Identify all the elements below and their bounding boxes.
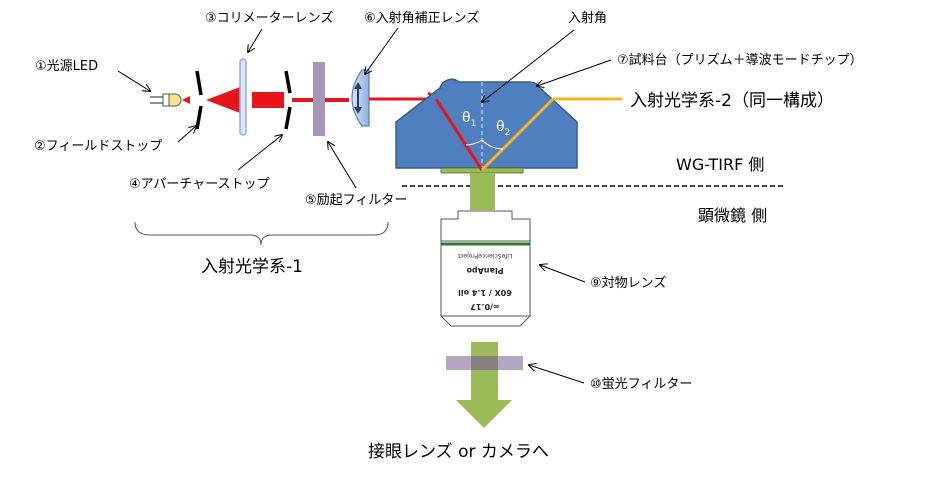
leader-collimator (248, 28, 263, 52)
leader-objective (540, 265, 586, 283)
leader-emission-filter (529, 365, 585, 384)
leader-incident-angle (482, 29, 575, 102)
theta2-arc (481, 139, 504, 150)
leader-aperture (237, 135, 282, 171)
label-wg-side: WG-TIRF 側 (676, 155, 764, 174)
theta1-arc (465, 139, 483, 146)
theta1-label: θ1 (462, 110, 476, 129)
collimator-lens (239, 58, 247, 136)
label-collimator: ③コリメーターレンズ (205, 10, 333, 26)
theta2-label: θ2 (496, 119, 510, 138)
label-output: 接眼レンズ or カメラへ (368, 442, 549, 462)
excitation-filter (313, 62, 325, 136)
label-correction: ⑥入射角補正レンズ (364, 10, 479, 26)
label-microscope-side: 顕微鏡 側 (698, 206, 767, 225)
leader-field-stop (177, 126, 196, 143)
emission-beam-lower (471, 342, 498, 400)
leader-led (117, 70, 150, 91)
label-led: ①光源LED (35, 59, 98, 74)
objective-lens (439, 210, 532, 327)
leader-correction (365, 27, 399, 74)
field-stop (195, 70, 203, 130)
emission-filter-overlap (471, 356, 498, 370)
leader-excitation-filter (328, 142, 357, 189)
label-emission-filter: ⑩蛍光フィルター (590, 377, 692, 392)
label-optics2: 入射光学系-2（同一構成） (630, 91, 834, 111)
label-optics1: 入射光学系-1 (201, 257, 303, 277)
optics1-brace (134, 221, 389, 246)
label-field-stop: ②フィールドストップ (34, 139, 162, 154)
label-aperture-stop: ④アパーチャーストップ (129, 177, 270, 192)
diverging-beam (206, 87, 240, 113)
aperture-stop (284, 70, 292, 130)
led-beam (182, 96, 190, 104)
emission-beam-upper (470, 173, 495, 210)
collimated-beam (252, 92, 284, 108)
emission-arrow-head (456, 400, 512, 428)
objective-type-text: PlanApo (466, 266, 504, 275)
label-stage: ⑦試料台（プリズム＋導波モードチップ） (617, 52, 863, 68)
label-objective: ⑨対物レンズ (590, 275, 666, 291)
led-source (150, 93, 182, 107)
objective-mag-text: 60X / 1.4 oil (458, 288, 512, 297)
objective-na-text: ∞/0.17 (470, 302, 499, 311)
objective-maker-text: LifeScienceProject (457, 252, 512, 259)
red-beam-in-prism (434, 98, 484, 171)
label-excitation-filter: ⑤励起フィルター (305, 193, 407, 208)
orange-beam-in-prism (480, 97, 555, 172)
label-incident-angle: 入射角 (568, 10, 607, 26)
prism (395, 78, 578, 169)
leader-stage (537, 59, 612, 86)
correction-lens (351, 69, 370, 127)
